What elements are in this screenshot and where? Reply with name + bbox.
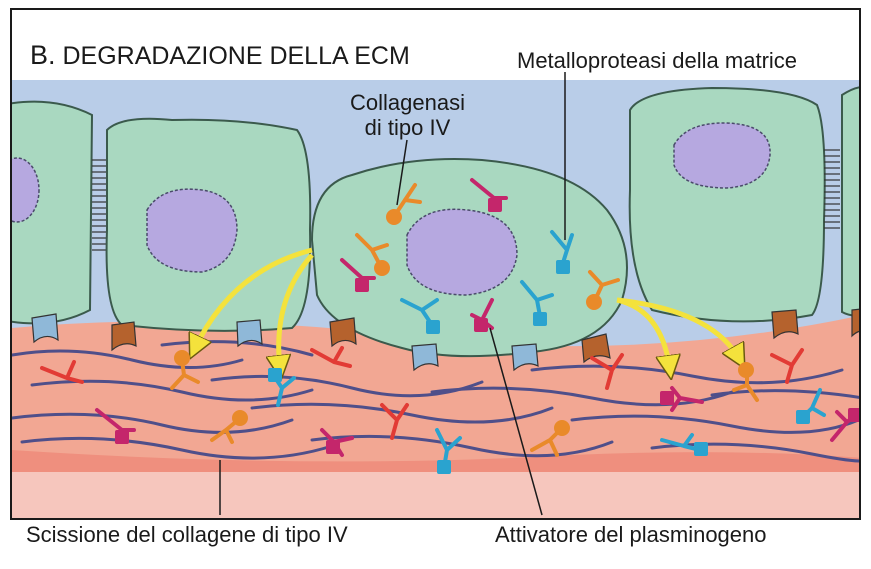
invading-cell	[312, 159, 627, 356]
label-collagen-cleavage: Scissione del collagene di tipo IV	[26, 522, 348, 547]
figure-title: B. DEGRADAZIONE DELLA ECM	[30, 40, 410, 71]
label-collagenase-line2: di tipo IV	[350, 115, 465, 140]
diagram-illustration	[12, 10, 861, 520]
epithelial-cell-left-edge	[12, 102, 92, 324]
label-collagenase: Collagenasi di tipo IV	[350, 90, 465, 141]
title-text: DEGRADAZIONE DELLA ECM	[62, 42, 409, 70]
cell-junction-right	[824, 150, 840, 228]
epithelial-cell-second	[107, 119, 311, 331]
label-metalloproteases: Metalloproteasi della matrice	[517, 48, 797, 73]
panel-letter: B.	[30, 40, 56, 70]
cell-junction	[92, 160, 107, 250]
figure-frame: B. DEGRADAZIONE DELLA ECM Metalloproteas…	[10, 8, 861, 520]
epithelial-cell-right	[630, 88, 825, 321]
label-plasminogen-activator: Attivatore del plasminogeno	[495, 522, 767, 547]
label-collagenase-line1: Collagenasi	[350, 90, 465, 115]
epithelial-cell-right-edge	[842, 87, 861, 316]
